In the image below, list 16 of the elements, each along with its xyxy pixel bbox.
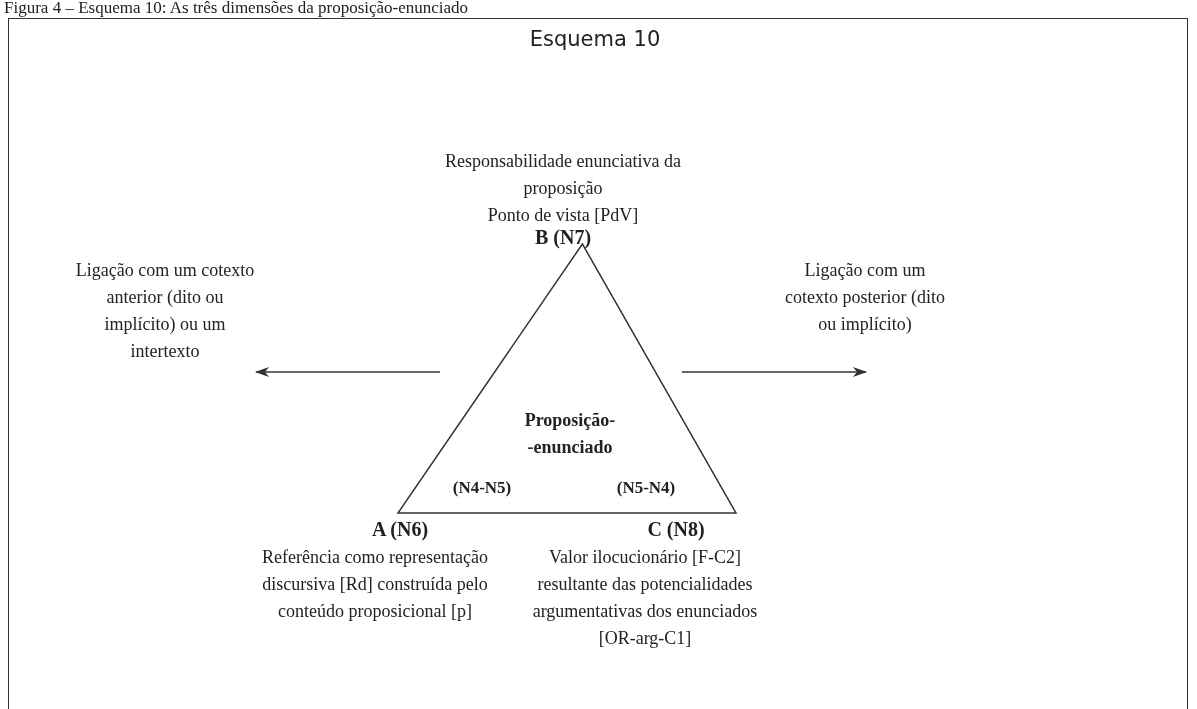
corner-label: (N4-N5) [451, 477, 513, 499]
arrow [255, 367, 441, 377]
arrow [681, 367, 867, 377]
vertex-description: Responsabilidade enunciativa da proposição [444, 150, 682, 200]
vertex-label: C (N8) [646, 517, 706, 543]
vertex-description: Valor ilocucionário [F-C2] resultante das potencialidades argumentativas dos enunciados [OR-arg-C1] [531, 546, 759, 650]
node-text: Ligação com um cotexto anterior (dito ou implícito) ou um intertexto [70, 257, 260, 427]
vertex-description: Ponto de vista [PdV] [486, 204, 640, 227]
figure-caption: Figura 4 – Esquema 10: As três dimensões da proposição-enunciado [3, 0, 470, 18]
corner-label: (N5-N4) [615, 477, 677, 499]
node-text: Ligação com um cotexto posterior (dito ou implícito) [780, 257, 950, 397]
diagram-heading: Esquema 10 [528, 26, 662, 53]
vertex-description: Referência como representação discursiva [Rd] construída pelo conteúdo proposicional [p] [261, 546, 489, 623]
vertex-label: A (N6) [370, 517, 430, 543]
center-label: Proposição- -enunciado [523, 409, 617, 459]
vertex-label: B (N7) [533, 225, 593, 251]
